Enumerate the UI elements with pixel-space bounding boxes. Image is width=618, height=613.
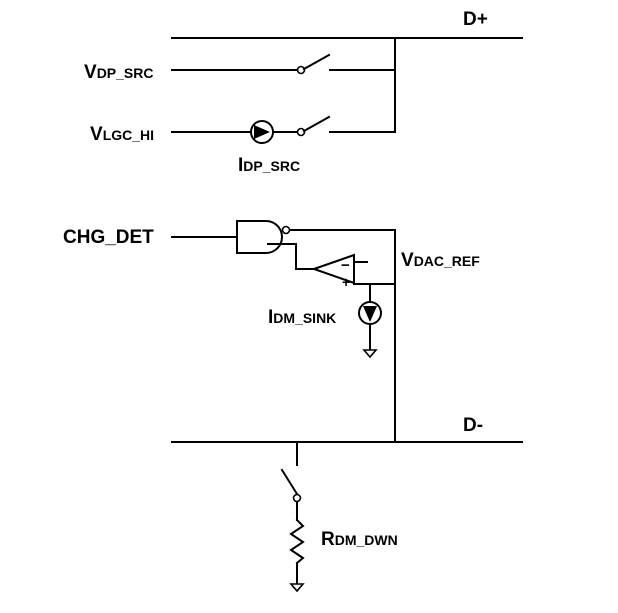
rdm-dwn-ground-icon [289,583,305,593]
vlgc-hi-label: VLGC_HI [90,124,154,145]
opamp-plus-label: + [342,274,350,290]
idm-sink-ground-icon [362,349,378,359]
rdm-dwn-resistor-icon [289,518,305,565]
vdp-src-switch [296,53,331,75]
opamp-minus-label: − [341,257,350,274]
nand-gate-icon [236,220,291,254]
idp-src-current-source-icon [250,120,274,144]
rdm-dwn-switch [280,468,302,503]
idp-src-label: IDP_SRC [238,155,300,176]
vlgc-hi-switch [296,115,331,137]
idm-sink-current-source-icon [358,301,382,325]
comparator-opamp-icon [310,253,355,285]
d-plus-label: D+ [463,9,488,30]
vdp-src-label: VDP_SRC [84,62,153,83]
idm-sink-label: IDM_SINK [268,307,336,328]
chg-det-label: CHG_DET [63,227,154,248]
rdm-dwn-label: RDM_DWN [321,529,398,550]
d-minus-label: D- [463,415,483,436]
vdac-ref-label: VDAC_REF [401,250,480,271]
